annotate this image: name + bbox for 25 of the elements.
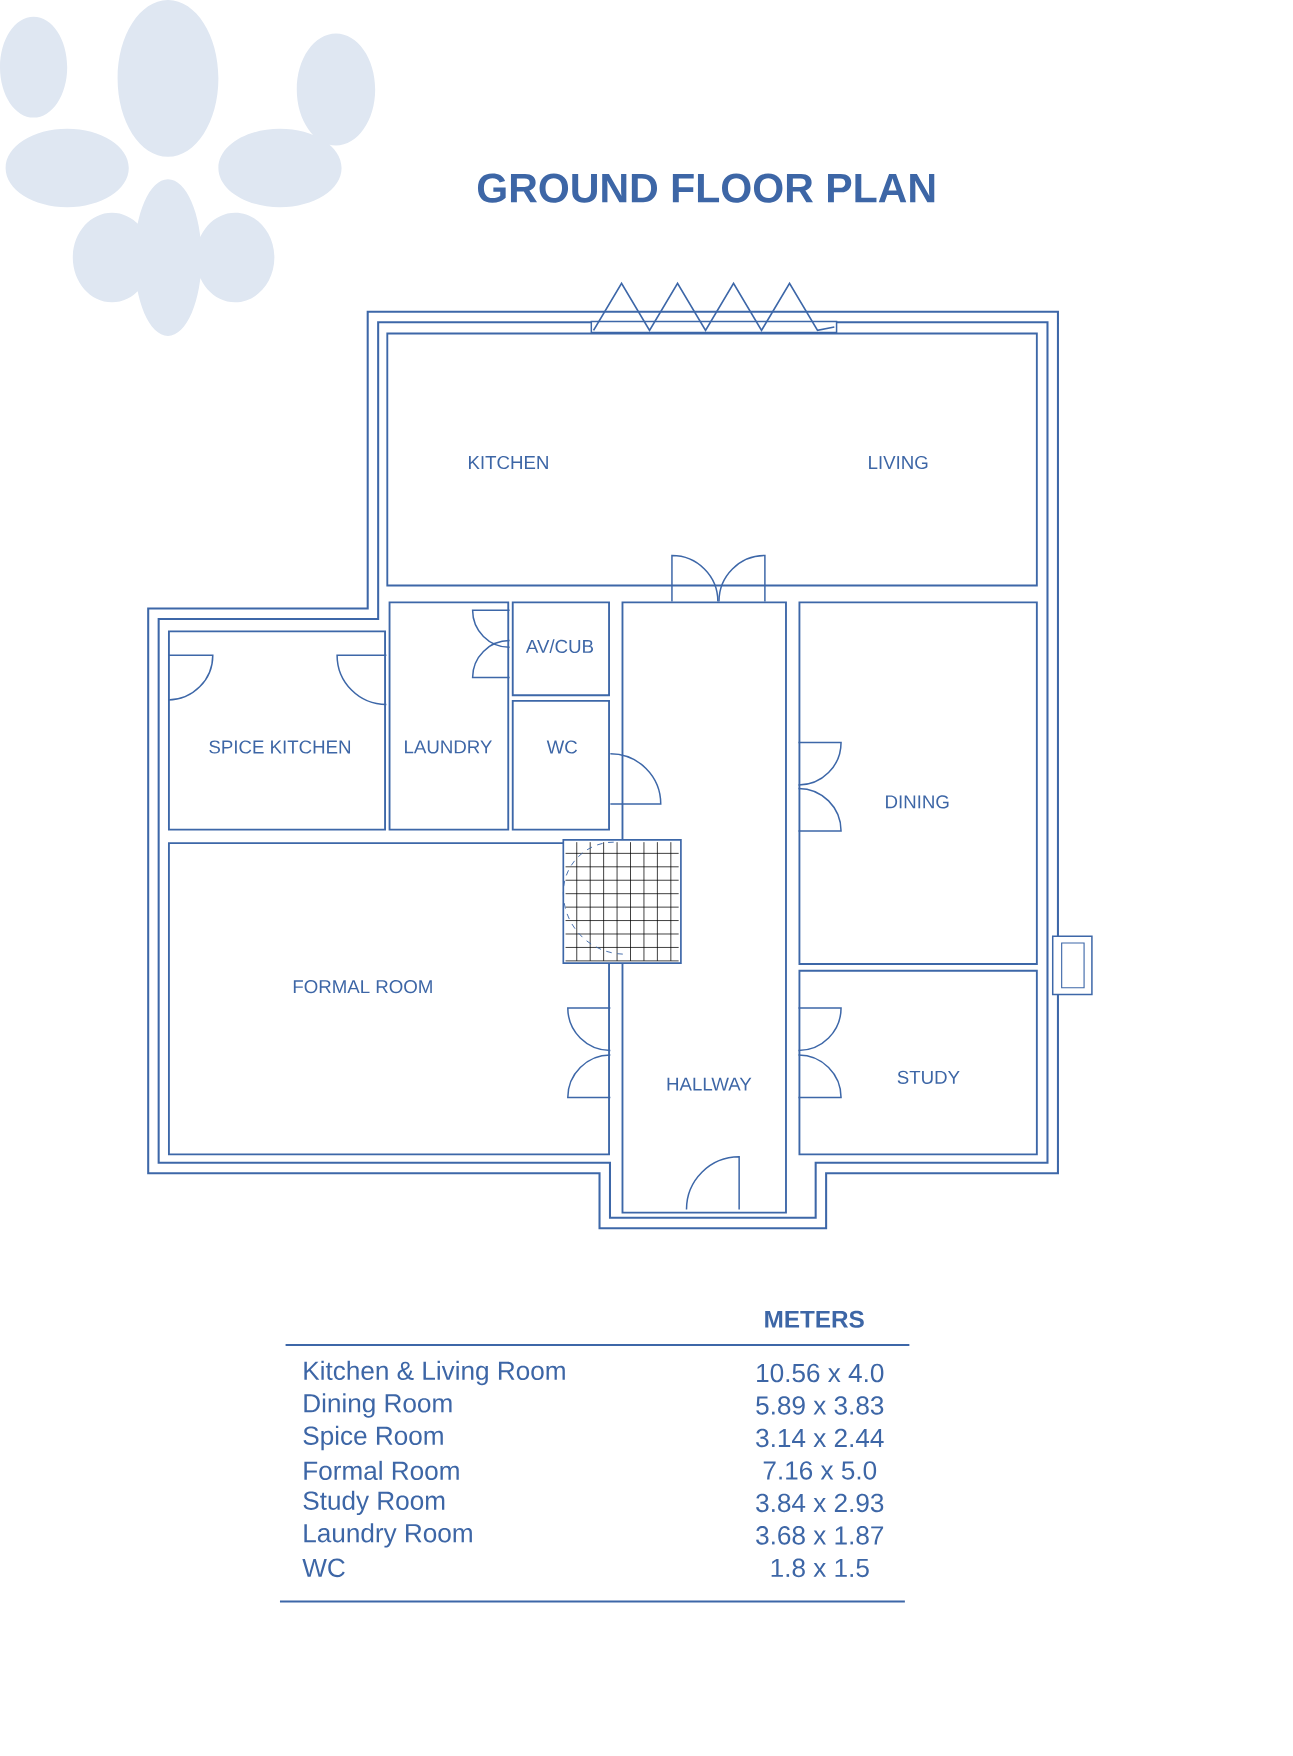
room: AV/CUB: [511, 601, 610, 697]
room: HALLWAY: [621, 601, 787, 1214]
table-cell: Dining Room: [304, 1393, 452, 1418]
room: STUDY: [798, 969, 1038, 1156]
table-cell: 1.8 x 1.5: [771, 1558, 869, 1578]
table-cell: Study Room: [303, 1490, 445, 1516]
table-cell: 3.68 x 1.87: [755, 1526, 883, 1545]
room: WC: [511, 699, 610, 831]
title: GROUND FLOOR PLAN: [477, 173, 935, 203]
room: FORMAL ROOM: [167, 842, 610, 1156]
table-cell: Formal Room: [304, 1460, 459, 1481]
room: LAUNDRY: [388, 601, 509, 831]
table-cell: 3.84 x 2.93: [755, 1493, 883, 1513]
table-cell: 5.89 x 3.83: [755, 1396, 883, 1415]
room: KITCHEN LIVING: [386, 332, 1038, 587]
room: DINING: [798, 601, 1038, 965]
table-cell: Laundry Room: [304, 1523, 472, 1548]
table-header: METERS: [765, 1310, 864, 1328]
table-cell: Spice Room: [303, 1425, 443, 1451]
table-cell: 7.16 x 5.0: [763, 1461, 876, 1480]
table-cell: 10.56 x 4.0: [756, 1363, 884, 1383]
room: SPICE KITCHEN: [167, 630, 386, 831]
table-cell: 3.14 x 2.44: [755, 1428, 884, 1448]
table-cell: WC: [302, 1558, 345, 1578]
table-cell: Kitchen & Living Room: [304, 1360, 565, 1386]
